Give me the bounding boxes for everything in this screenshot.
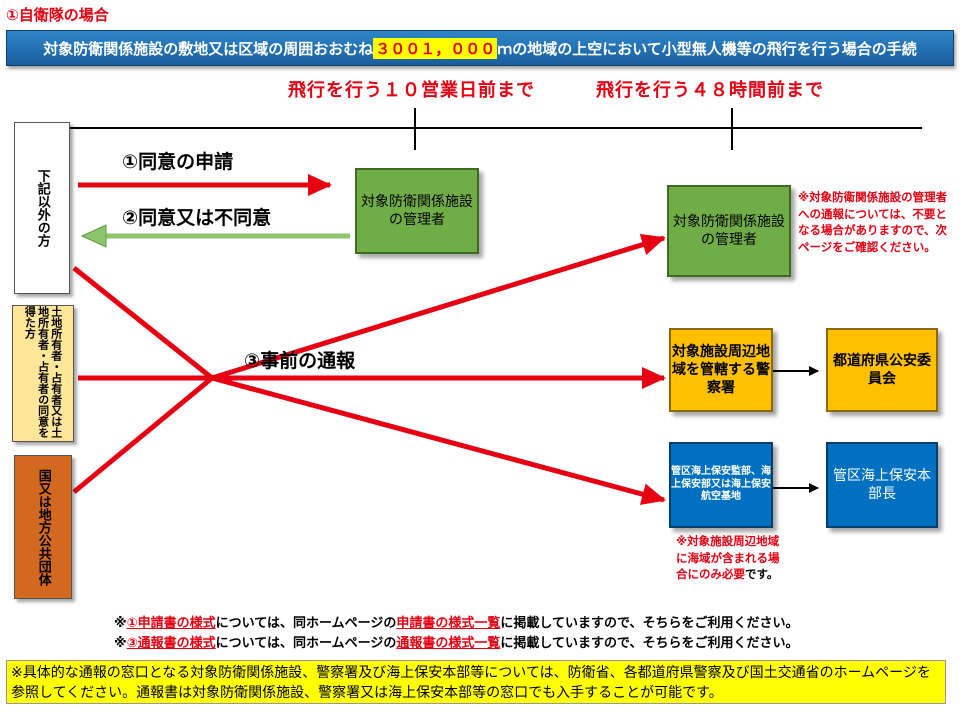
section-title: ①自衛隊の場合 [6, 6, 109, 24]
facility-manager-box-1: 対象防衛関係施設の管理者 [355, 168, 479, 254]
coast-guard-office-box: 管区海上保安監部、海上保安部又は海上保安航空基地 [669, 442, 773, 528]
response-arrowhead [80, 224, 107, 248]
footer-note: ※具体的な通報の窓口となる対象防衛関係施設、警察署及び海上保安本部等については、… [6, 660, 946, 704]
notify-line-other [72, 266, 214, 380]
footer-line-application: ※①申請書の様式については、同ホームページの申請書の様式一覧に掲載していますので… [114, 612, 798, 631]
applicant-government: 国又は地方公共団体 [14, 455, 72, 599]
deadline-10-days: 飛行を行う１０営業日前まで [288, 80, 535, 101]
police-station-box: 対象施設周辺地域を管轄する警察署 [669, 328, 773, 412]
step-notify-label: ③事前の通報 [244, 350, 356, 372]
notify-arrow-coastguard [211, 375, 666, 505]
footer-line-notification: ※③通報書の様式については、同ホームページの通報書の様式一覧に掲載していますので… [114, 632, 798, 651]
banner-text-after: ｍの地域の上空において小型無人機等の飛行を行う場合の手続 [497, 39, 917, 58]
sea-area-note: ※対象施設周辺地域に海域が含まれる場合にのみ必要です。 [676, 533, 786, 583]
footer-line2-mid: については、同ホームページの [215, 636, 397, 651]
footer-line1-mark: ※ [114, 616, 127, 631]
sea-note-black: です。 [745, 567, 779, 582]
notify-arrow-manager [211, 234, 666, 381]
coast-guard-hq-box: 管区海上保安本部長 [826, 442, 938, 528]
step-apply-label: ①同意の申請 [122, 151, 234, 173]
step-response-label: ②同意又は不同意 [122, 207, 272, 229]
notification-form-list-link[interactable]: 通報書の様式一覧 [396, 636, 501, 651]
notify-line-government [72, 376, 214, 494]
application-form-link[interactable]: ①申請書の様式 [126, 616, 216, 631]
deadline-48-hours: 飛行を行う４８時間前まで [596, 80, 824, 101]
footer-line1-post: に掲載していますので、そちらをご利用ください。 [500, 616, 799, 631]
applicant-landowner: 土地所有者・占有者又は土地所有者・占有者の同意を得た方 [12, 305, 74, 442]
manager-note: ※対象防衛関係施設の管理者への通報については、不要となる場合がありますので、次ペ… [798, 190, 948, 255]
sea-note-red: ※対象施設周辺地域に海域が含まれる場合にのみ必要 [676, 534, 780, 582]
applicant-other: 下記以外の方 [14, 122, 70, 294]
application-form-list-link[interactable]: 申請書の様式一覧 [396, 616, 501, 631]
public-safety-box: 都道府県公安委員会 [826, 328, 938, 412]
facility-manager-box-2: 対象防衛関係施設の管理者 [667, 185, 791, 277]
footer-line1-mid: については、同ホームページの [215, 616, 397, 631]
notification-form-link[interactable]: ③通報書の様式 [126, 636, 216, 651]
footer-line2-mark: ※ [114, 636, 127, 651]
banner-distance: ３００１，０００ [373, 37, 498, 59]
banner-text-before: 対象防衛関係施設の敷地又は区域の周囲おおむね [43, 39, 374, 58]
footer-line2-post: に掲載していますので、そちらをご利用ください。 [500, 636, 799, 651]
